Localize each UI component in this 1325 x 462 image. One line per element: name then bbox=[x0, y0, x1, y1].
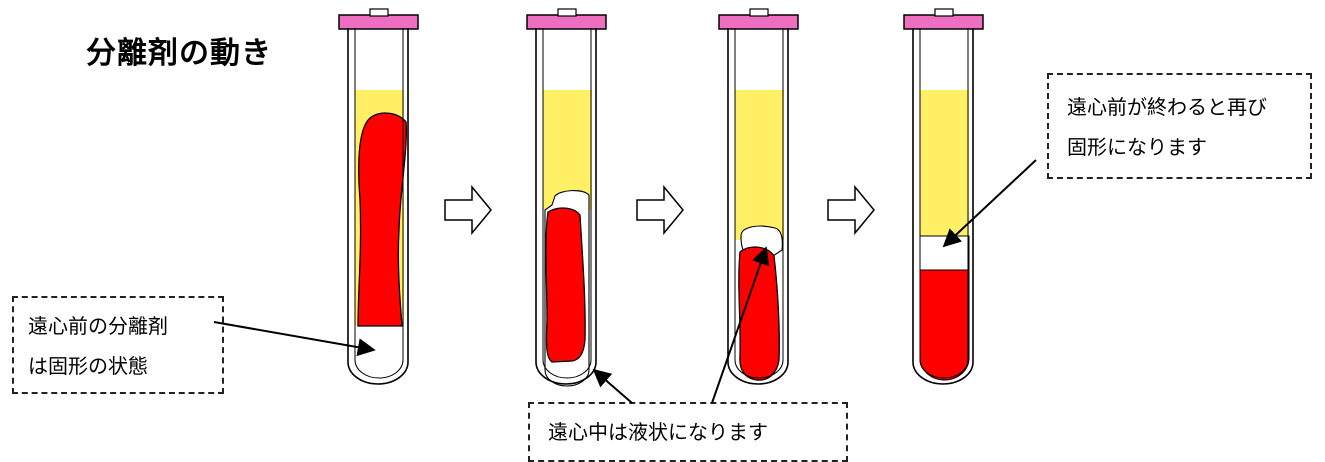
callout-line: 遠心前が終わると再び bbox=[1067, 87, 1310, 127]
blood-clot bbox=[358, 113, 406, 326]
callout-liquid-during: 遠心中は液状になります bbox=[528, 402, 848, 462]
callout-solid-after: 遠心前が終わると再び 固形になります bbox=[1047, 73, 1312, 179]
tube-during-2 bbox=[719, 9, 798, 384]
blood-layer bbox=[920, 270, 969, 380]
arrow-right-icon bbox=[637, 187, 683, 233]
tube-cap-top bbox=[935, 9, 953, 16]
tube-after bbox=[904, 9, 983, 384]
tube-cap bbox=[527, 15, 606, 29]
gel-layer bbox=[920, 236, 969, 270]
tube-cap-top bbox=[370, 9, 388, 16]
callout-line: 固形になります bbox=[1067, 127, 1310, 167]
serum-layer bbox=[735, 90, 784, 240]
callout-solid-before: 遠心前の分離剤 は固形の状態 bbox=[12, 296, 224, 394]
serum-layer bbox=[920, 90, 969, 236]
tube-cap bbox=[339, 15, 418, 29]
tube-during-1 bbox=[527, 9, 606, 386]
callout-line: 遠心中は液状になります bbox=[548, 412, 846, 452]
callout-line: 遠心前の分離剤 bbox=[28, 306, 222, 346]
arrow-right-icon bbox=[445, 187, 491, 233]
arrow-right-icon bbox=[828, 187, 874, 233]
tube-before bbox=[339, 9, 418, 384]
blood-clot bbox=[546, 208, 585, 362]
tube-cap bbox=[904, 15, 983, 29]
blood-clot bbox=[739, 247, 779, 380]
tube-cap bbox=[719, 15, 798, 29]
tube-cap-top bbox=[750, 9, 768, 16]
callout-line: は固形の状態 bbox=[28, 346, 222, 386]
tube-cap-top bbox=[558, 9, 576, 16]
